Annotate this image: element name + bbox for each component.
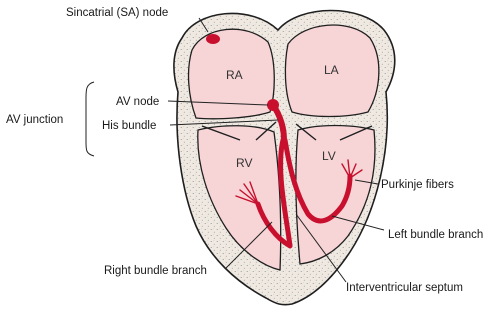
sa-node (206, 34, 220, 44)
chamber-label-la: LA (324, 63, 339, 77)
purkinje-fibers-label: Purkinje fibers (381, 179, 454, 191)
his-bundle-label: His bundle (102, 120, 156, 132)
chamber-label-rv: RV (236, 156, 252, 170)
chamber-label-ra: RA (226, 68, 243, 82)
av-junction-label: AV junction (6, 114, 63, 126)
right-bundle-branch-label: Right bundle branch (104, 265, 207, 277)
interventricular-septum-label: Interventricular septum (346, 282, 463, 294)
av-node-label: AV node (116, 96, 159, 108)
left-ventricle (296, 126, 375, 265)
sa-node-label: Sincatrial (SA) node (66, 7, 168, 19)
left-bundle-branch-label: Left bundle branch (388, 229, 483, 241)
chamber-label-lv: LV (322, 149, 336, 163)
